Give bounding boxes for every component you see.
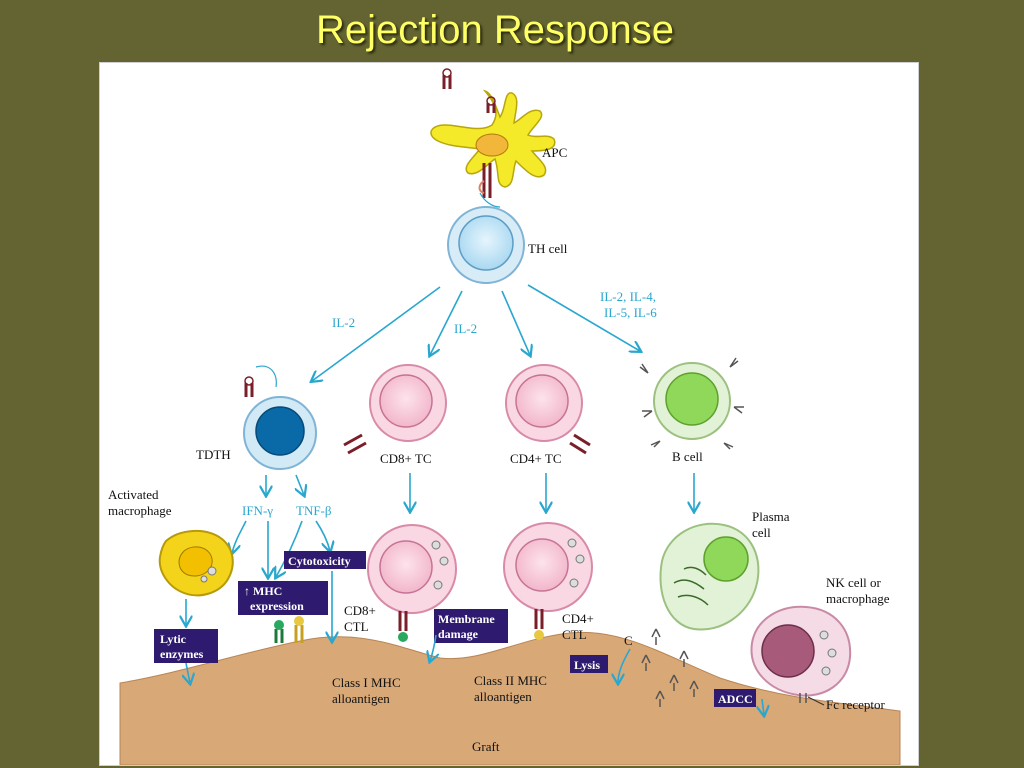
class1-label-2: alloantigen [332, 691, 390, 706]
b-cell-label: B cell [672, 449, 703, 464]
plasma-cell-label-1: Plasma [752, 509, 790, 524]
cytotoxicity-box [284, 551, 366, 569]
cytotoxicity-label: Cytotoxicity [288, 554, 351, 568]
th-cell [447, 206, 525, 284]
cd8-ctl-label-2: CTL [344, 619, 369, 634]
arrow-th-bcell [527, 284, 640, 351]
cd8-tc-cell [343, 364, 447, 455]
arrow-tdth-tnf [296, 474, 304, 495]
graft-tissue [119, 631, 901, 765]
fc-receptor-pointer [807, 696, 825, 706]
arrow-th-cd8 [430, 290, 463, 355]
class2-label-2: alloantigen [474, 689, 532, 704]
nk-cell [750, 605, 852, 703]
membrane-damage-label-1: Membrane [438, 612, 495, 626]
lytic-enzymes-label-2: enzymes [160, 647, 204, 661]
complement-label: C [624, 633, 633, 648]
diagram-panel: Graft APC TH cell IL-2 IL-2 IL-2, IL-4, … [99, 62, 919, 766]
il2-mid-label: IL-2 [454, 321, 477, 336]
cd4-ctl-label-2: CTL [562, 627, 587, 642]
arrow-complement-graft [618, 648, 631, 683]
arrow-lytic-graft [186, 662, 190, 683]
th-cell-label: TH cell [528, 241, 568, 256]
nk-cell-label-2: macrophage [826, 591, 890, 606]
tnf-label: TNF-β [296, 503, 332, 518]
tdth-cell [243, 365, 317, 470]
membrane-damage-label-2: damage [438, 627, 479, 641]
plasma-cell [659, 522, 760, 631]
arrow-ifn-macrophage [232, 520, 247, 553]
nk-cell-label-1: NK cell or [826, 575, 882, 590]
macrophage-label-1: Activated [108, 487, 159, 502]
slide-title: Rejection Response [316, 8, 674, 52]
membrane-damage-box [434, 609, 508, 643]
il-bcell-label-1: IL-2, IL-4, [600, 289, 656, 304]
apc-cell [430, 68, 556, 208]
lysis-box [570, 655, 608, 673]
adcc-label: ADCC [718, 692, 753, 706]
antibodies [641, 628, 699, 707]
cd8-ctl-label-1: CD8+ [344, 603, 376, 618]
mhc-expression-box [238, 581, 328, 615]
class1-label-1: Class I MHC [332, 675, 401, 690]
class2-label-1: Class II MHC [474, 673, 547, 688]
cd8-ctl-cell [367, 524, 457, 642]
cd4-ctl-cell [503, 522, 593, 640]
mhc-expression-label-1: ↑ MHC [244, 584, 282, 598]
cd4-tc-cell [505, 364, 591, 455]
arrow-membrane-graft [430, 634, 436, 661]
graft-label: Graft [472, 739, 500, 754]
arrow-tnf-cytotox [315, 520, 330, 551]
plasma-cell-label-2: cell [752, 525, 771, 540]
ifn-label: IFN-γ [242, 503, 273, 518]
lytic-enzymes-box [154, 629, 218, 663]
macrophage-label-2: macrophage [108, 503, 172, 518]
tdth-label: TDTH [196, 447, 231, 462]
cd8-tc-label: CD8+ TC [380, 451, 432, 466]
il2-left-label: IL-2 [332, 315, 355, 330]
arrow-nk-graft [762, 698, 764, 715]
il-bcell-label-2: IL-5, IL-6 [604, 305, 657, 320]
rejection-diagram: Graft APC TH cell IL-2 IL-2 IL-2, IL-4, … [108, 68, 901, 765]
adcc-box [714, 689, 756, 707]
lytic-enzymes-label-1: Lytic [160, 632, 187, 646]
mhc-expression-label-2: expression [250, 599, 304, 613]
mhc-molecules-left [274, 616, 304, 643]
cd4-ctl-label-1: CD4+ [562, 611, 594, 626]
arrow-th-cd4 [501, 290, 530, 355]
arrow-th-tdth [312, 286, 441, 381]
cd4-tc-label: CD4+ TC [510, 451, 562, 466]
fc-receptor-label: Fc receptor [826, 697, 886, 712]
b-cell [639, 357, 744, 450]
lysis-label: Lysis [574, 658, 600, 672]
apc-label: APC [542, 145, 567, 160]
activated-macrophage [158, 529, 234, 597]
